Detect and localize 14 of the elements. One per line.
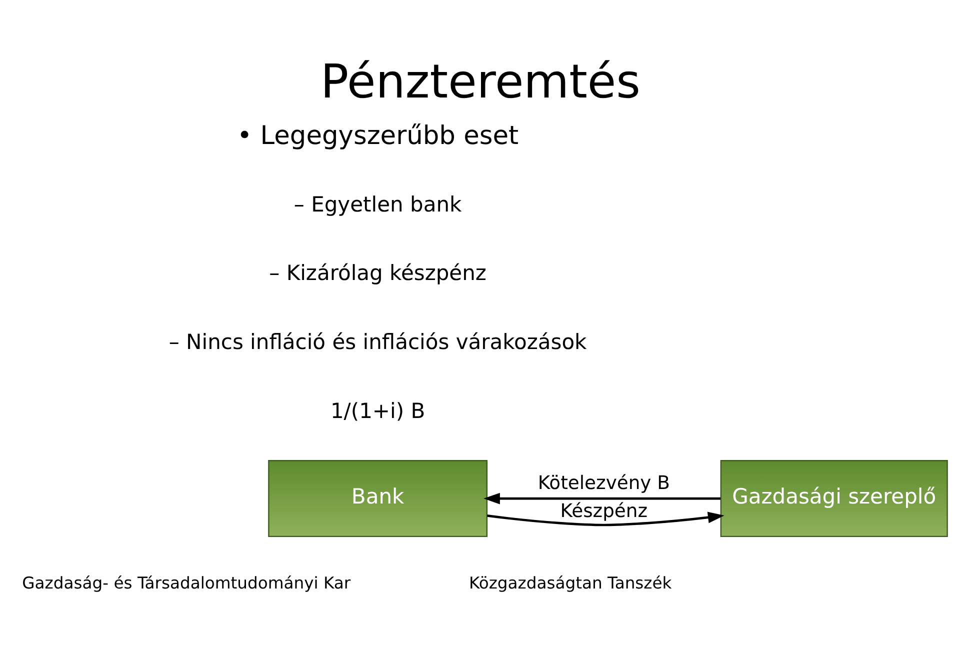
- label: 1/(1+i) B: [330, 398, 425, 423]
- edge-label: Kötelezvény B: [537, 472, 670, 494]
- label: Közgazdaságtan Tanszék: [468, 574, 672, 593]
- label: • Legegyszerűbb eset: [236, 120, 518, 151]
- arrow: [483, 492, 720, 504]
- label: – Nincs infláció és inflációs várakozások: [168, 330, 586, 354]
- label: Gazdaság- és Társadalomtudományi Kar: [22, 574, 350, 593]
- edge-label: Készpénz: [560, 500, 648, 522]
- node-box: Gazdasági szereplő: [720, 460, 948, 538]
- node-box: Bank: [268, 460, 487, 538]
- label: – Egyetlen bank: [293, 192, 462, 216]
- diagram-title: Pénzteremtés: [320, 56, 640, 110]
- arrow: [486, 512, 724, 526]
- label: – Kizárólag készpénz: [268, 261, 486, 286]
